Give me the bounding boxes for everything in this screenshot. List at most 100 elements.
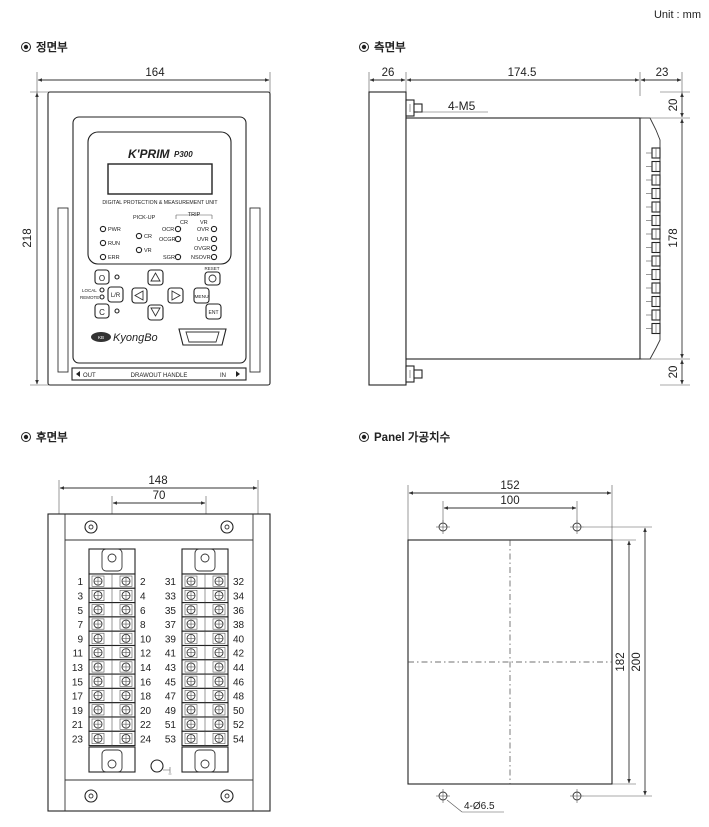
terminal-screw-icon — [93, 734, 103, 743]
ground-icon — [163, 767, 172, 775]
reset-label: RESET — [204, 266, 219, 271]
terminal-screw-icon — [186, 591, 196, 600]
mount-hole-tr — [570, 520, 584, 534]
led-err — [99, 253, 107, 261]
terminal-number: 6 — [140, 606, 146, 617]
side-terminal-tab — [646, 228, 661, 240]
led-run-label: RUN — [108, 241, 120, 247]
logo-text: KyongBo — [113, 332, 158, 344]
terminal-row — [181, 673, 229, 689]
terminal-row — [88, 702, 136, 718]
lr-button[interactable] — [107, 286, 124, 303]
terminal-row — [88, 644, 136, 661]
rear-dim-inner: 70 — [153, 490, 166, 502]
terminal-row — [88, 659, 136, 675]
terminal-screw-icon — [214, 619, 224, 629]
terminal-screw-icon — [121, 605, 131, 615]
terminal-row — [88, 587, 136, 604]
terminal-number: 8 — [140, 620, 146, 631]
terminal-number: 23 — [72, 734, 84, 745]
terminal-number: 21 — [72, 720, 84, 731]
led-group-left: PWR RUN ERR — [99, 225, 121, 261]
terminal-screw-icon — [214, 691, 224, 700]
led-ocr — [174, 225, 182, 233]
section-panel-label: Panel 가공치수 — [374, 430, 451, 444]
terminal-number: 37 — [165, 620, 177, 631]
terminal-screw-icon — [93, 648, 103, 658]
down-button[interactable] — [147, 304, 164, 321]
led-group-trip-left: OCR OCGR SGR — [159, 225, 182, 261]
terminal-number: 35 — [165, 606, 177, 617]
terminal-number: 22 — [140, 720, 152, 731]
terminal-number: 9 — [77, 634, 83, 645]
side-terminal-tab — [646, 160, 661, 173]
terminal-number: 14 — [140, 663, 152, 674]
terminal-screw-icon — [186, 648, 196, 658]
menu-button[interactable] — [193, 287, 210, 304]
led-vr — [135, 246, 143, 254]
led-cr-label: CR — [144, 234, 152, 240]
terminal-screw-icon — [121, 648, 131, 658]
arrow-in-icon — [236, 371, 240, 377]
terminal-screw-icon — [186, 576, 196, 586]
terminal-number: 33 — [165, 591, 177, 602]
led-ovgr — [210, 244, 218, 252]
terminal-number: 16 — [140, 677, 152, 688]
trip-label: TRIP — [188, 212, 201, 218]
led-err-label: ERR — [108, 255, 120, 261]
terminal-row — [88, 616, 136, 632]
side-terminal-tab — [646, 214, 661, 227]
terminal-screw-icon — [121, 691, 131, 700]
led-run — [99, 239, 107, 247]
section-side-label: 측면부 — [374, 40, 406, 54]
led-pwr — [99, 225, 107, 233]
front-buttons: O LOCAL REMOTE L/R C MENU ENT RESET — [80, 266, 222, 321]
terminal-screw-icon — [93, 605, 103, 615]
remote-label: REMOTE — [80, 295, 99, 300]
arrow-left-icon — [134, 290, 144, 301]
terminal-number: 18 — [140, 692, 152, 703]
terminal-screw-icon — [121, 676, 131, 686]
side-terminal-tab — [646, 322, 661, 335]
terminal-block-left — [88, 548, 136, 773]
front-subtitle: DIGITAL PROTECTION & MEASUREMENT UNIT — [102, 200, 218, 206]
terminal-screw-icon — [93, 662, 103, 672]
open-button[interactable] — [94, 269, 110, 285]
terminal-number: 2 — [140, 577, 146, 588]
terminal-screw-icon — [121, 662, 131, 672]
reset-button[interactable] — [204, 271, 221, 286]
handle-out-label: OUT — [83, 373, 96, 379]
rear-terminal-profile — [646, 147, 661, 335]
arrow-up-icon — [150, 272, 161, 282]
terminal-screw-icon — [186, 705, 196, 715]
terminal-screw-icon — [121, 719, 131, 729]
side-terminal-tab — [646, 255, 661, 267]
close-button[interactable] — [94, 303, 110, 319]
side-terminal-tab — [646, 187, 661, 200]
terminal-row — [88, 716, 136, 732]
terminal-screw-icon — [93, 719, 103, 729]
terminal-row — [88, 573, 136, 589]
panel-dim-cut-height: 182 — [615, 652, 627, 671]
mount-hole-bl — [436, 789, 450, 803]
terminal-row — [88, 687, 136, 704]
terminal-screw-icon — [121, 591, 131, 600]
terminal-number: 15 — [72, 677, 84, 688]
terminal-block-right — [181, 548, 229, 773]
terminal-number: 10 — [140, 634, 152, 645]
section-front-label: 정면부 — [36, 40, 68, 54]
terminal-screw-icon — [214, 734, 224, 743]
arrow-down-icon — [150, 307, 161, 317]
terminal-screw-icon — [93, 591, 103, 600]
terminal-screw-icon — [186, 719, 196, 729]
terminal-screw-icon — [121, 619, 131, 629]
terminal-row — [181, 602, 229, 618]
terminal-screw-icon — [93, 691, 103, 700]
terminal-screw-icon — [186, 633, 196, 643]
enter-button[interactable] — [205, 303, 222, 320]
terminal-number: 17 — [72, 692, 84, 703]
terminal-number: 1 — [77, 577, 83, 588]
terminal-row — [181, 702, 229, 718]
terminal-row — [181, 630, 229, 647]
